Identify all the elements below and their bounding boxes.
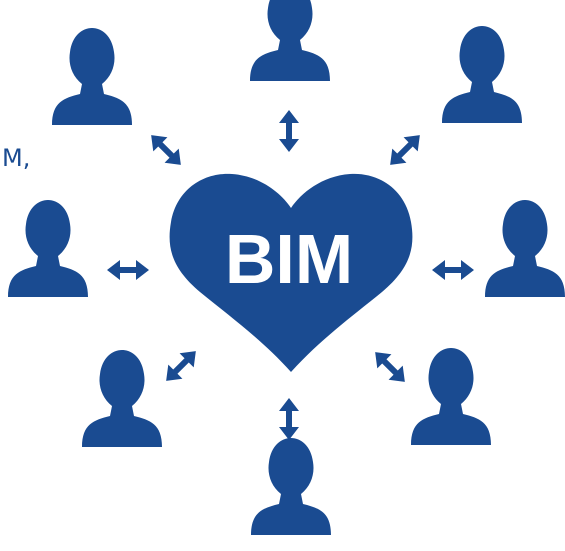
person-icon (411, 348, 491, 445)
double-arrow-icon (107, 260, 149, 280)
left-text-fragment: M, (2, 144, 31, 172)
person-icon (250, 0, 330, 81)
double-arrow-icon (383, 128, 427, 172)
double-arrow-icon (144, 128, 188, 172)
person-icon (52, 28, 132, 125)
person-icon (251, 438, 331, 535)
double-arrow-icon (432, 260, 474, 280)
double-arrow-icon (368, 345, 412, 389)
person-icon (485, 200, 565, 297)
person-icon (442, 26, 522, 123)
person-icon (82, 350, 162, 447)
double-arrow-icon (279, 398, 299, 440)
person-icon (8, 200, 88, 297)
heart-icon (169, 173, 413, 372)
double-arrow-icon (279, 110, 299, 152)
double-arrow-icon (159, 344, 203, 388)
center-label: BIM (225, 220, 353, 298)
